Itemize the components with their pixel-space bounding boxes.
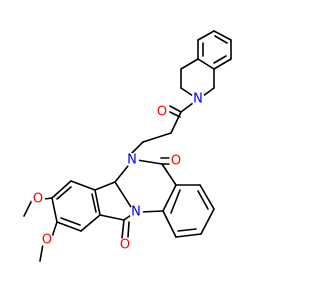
bond — [213, 30, 232, 41]
bond — [43, 197, 53, 200]
bond — [169, 105, 182, 113]
bond — [123, 214, 132, 221]
bond — [140, 210, 164, 213]
bond-layer — [23, 30, 232, 262]
nitrogen-label: N — [127, 153, 137, 168]
bond-double — [127, 221, 130, 238]
bond — [99, 214, 125, 221]
bond — [180, 87, 194, 97]
bond — [121, 219, 125, 239]
bond — [80, 214, 101, 232]
oxygen-label: O — [120, 238, 130, 253]
atom-o-methoxy-upper: O — [31, 192, 45, 207]
bond-double — [60, 217, 81, 226]
bond-double — [177, 228, 197, 232]
atom-o-methoxy-lower: O — [40, 233, 54, 248]
oxygen-label: O — [33, 192, 43, 207]
bond — [142, 132, 172, 143]
bond-double — [197, 190, 209, 210]
bond-double — [213, 55, 227, 64]
bond — [51, 197, 58, 223]
bond — [23, 199, 33, 217]
bond — [162, 184, 177, 212]
bond — [94, 181, 116, 191]
bond — [94, 189, 101, 216]
bond — [175, 233, 202, 238]
atom-o-carbonyl-right: O — [169, 154, 183, 169]
atom-n-isoquinoline: N — [191, 92, 205, 107]
bond — [51, 221, 58, 238]
bond — [136, 159, 163, 165]
bond — [170, 111, 182, 134]
bond — [199, 184, 215, 210]
bond — [180, 58, 199, 70]
oxygen-label: O — [171, 154, 181, 169]
bond — [197, 30, 215, 41]
atom-n-quinazoline: N — [125, 153, 139, 168]
bond — [162, 210, 177, 238]
bond — [200, 208, 215, 235]
atom-label-layer: O N N O O O O N — [31, 92, 205, 253]
bond — [39, 243, 44, 262]
atom-o-amide-chain: O — [155, 105, 169, 120]
atom-n-ring-junction: N — [129, 205, 143, 220]
chemical-structure-diagram: O N N O O O O N — [23, 30, 232, 262]
atom-o-carbonyl-bottom: O — [118, 238, 132, 253]
bond — [56, 221, 82, 232]
bond — [202, 87, 215, 97]
bond-double — [214, 35, 228, 44]
bond-double — [170, 189, 181, 214]
nitrogen-label: N — [131, 205, 141, 220]
bond — [70, 180, 96, 191]
bond — [161, 163, 177, 186]
bond — [129, 141, 144, 156]
bond — [51, 180, 72, 199]
bond-double — [91, 193, 97, 213]
bond — [114, 181, 132, 208]
bond — [197, 58, 215, 70]
oxygen-label: O — [42, 233, 52, 248]
bond — [114, 165, 129, 183]
bond-double — [56, 186, 72, 200]
oxygen-label: O — [157, 105, 167, 120]
nitrogen-label: N — [193, 92, 203, 107]
bond — [180, 102, 194, 113]
bond — [213, 58, 232, 70]
